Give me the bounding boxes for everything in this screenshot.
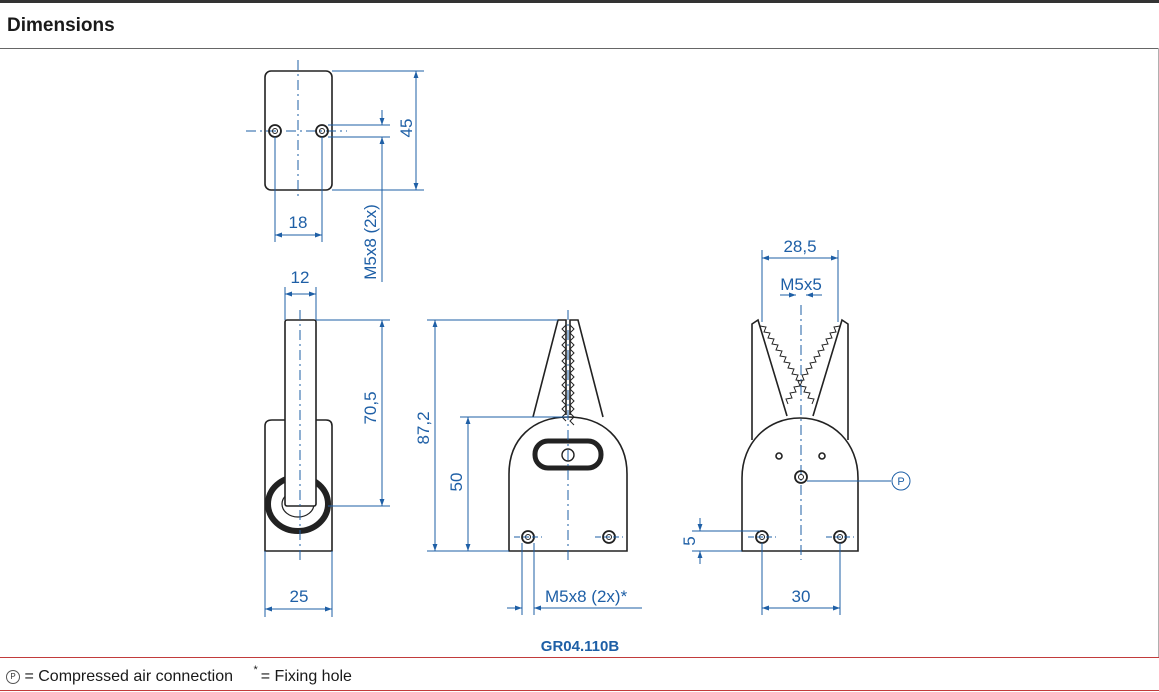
section-title: Dimensions (7, 15, 115, 36)
slot (532, 438, 604, 471)
dim-30: 30 (792, 587, 811, 606)
dim-45: 45 (397, 119, 416, 138)
legend: P = Compressed air connection *= Fixing … (6, 664, 352, 686)
p-marker-label: P (897, 476, 904, 488)
back-view-body (741, 417, 859, 552)
back-view-right-jaw (812, 318, 849, 440)
dim-12: 12 (291, 268, 310, 287)
fixing-hole-symbol: * (253, 664, 258, 676)
back-view-left-jaw (751, 318, 788, 440)
p-marker (891, 471, 911, 491)
dim-5: 5 (680, 536, 699, 545)
dim-87-2: 87,2 (414, 411, 433, 444)
dim-50: 50 (447, 473, 466, 492)
model-label: GR04.110B (541, 638, 620, 655)
dim-28-5: 28,5 (783, 237, 816, 256)
dim-m5x5: M5x5 (780, 275, 822, 294)
front-view-jaws (532, 319, 604, 418)
dim-m5x8-star: M5x8 (2x)* (545, 587, 628, 606)
compressed-air-symbol-icon: P (6, 670, 20, 684)
dim-m5x8: M5x8 (2x) (361, 204, 380, 280)
air-port (794, 470, 808, 484)
dim-70-5: 70,5 (361, 391, 380, 424)
dim-18: 18 (289, 213, 308, 232)
top-view: 45 18 M5x8 (2x) (246, 60, 424, 282)
legend-divider-bottom (0, 690, 1159, 691)
front-view: 87,2 50 M5x8 (2x)* GR04.110B (414, 310, 642, 655)
legend-compressed-air-text: = Compressed air connection (24, 668, 234, 685)
top-bar (0, 0, 1159, 3)
back-view: 28,5 M5x5 P 5 30 (680, 237, 911, 615)
legend-divider-top (0, 657, 1159, 658)
dim-25: 25 (290, 587, 309, 606)
title-divider (0, 48, 1159, 49)
legend-fixing-hole-text: = Fixing hole (260, 668, 352, 685)
side-view: 12 70,5 25 (264, 268, 390, 617)
